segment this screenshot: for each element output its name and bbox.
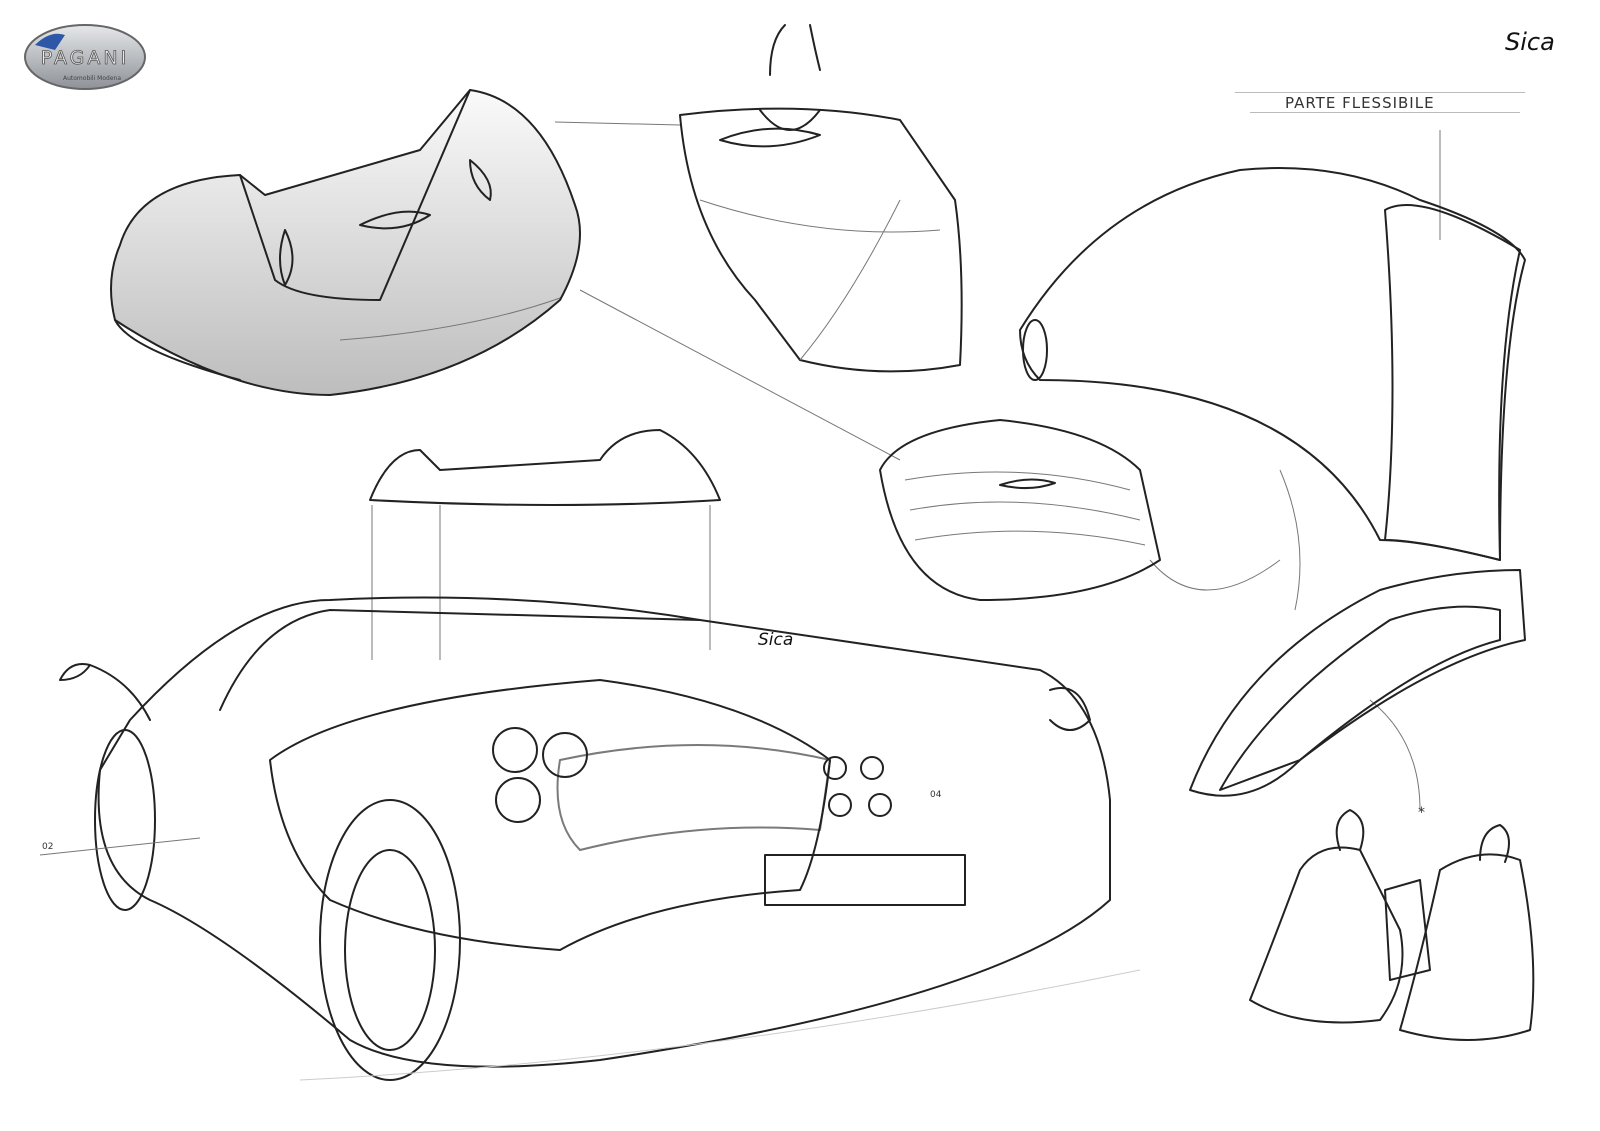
seats-sketch [1249, 809, 1535, 1041]
annotation-star: * [1418, 805, 1425, 821]
annotation-04: 04 [930, 790, 942, 800]
spoiler-side-view [369, 429, 721, 506]
leader-lines [371, 121, 1441, 811]
designer-signature: Sica [1505, 28, 1555, 56]
svg-text:Automobili Modena: Automobili Modena [63, 75, 121, 82]
spoiler-sketch-large [110, 89, 581, 396]
svg-text:PAGANI: PAGANI [41, 47, 129, 69]
carbon-flexible-part [1019, 167, 1526, 561]
parte-flessibile-label: PARTE FLESSIBILE [1285, 94, 1435, 112]
annotation-02: 02 [42, 842, 54, 852]
pagani-logo: PAGANI Automobili Modena [24, 24, 146, 90]
spoiler-section-sketch [879, 419, 1161, 601]
rubber-seal-section [1189, 569, 1526, 797]
label-rule [1250, 112, 1520, 113]
designer-signature-car: Sica [758, 630, 794, 650]
label-rule [1235, 92, 1525, 93]
car-rear-sketch [39, 596, 1141, 1081]
spoiler-handle-sketch [679, 24, 963, 373]
